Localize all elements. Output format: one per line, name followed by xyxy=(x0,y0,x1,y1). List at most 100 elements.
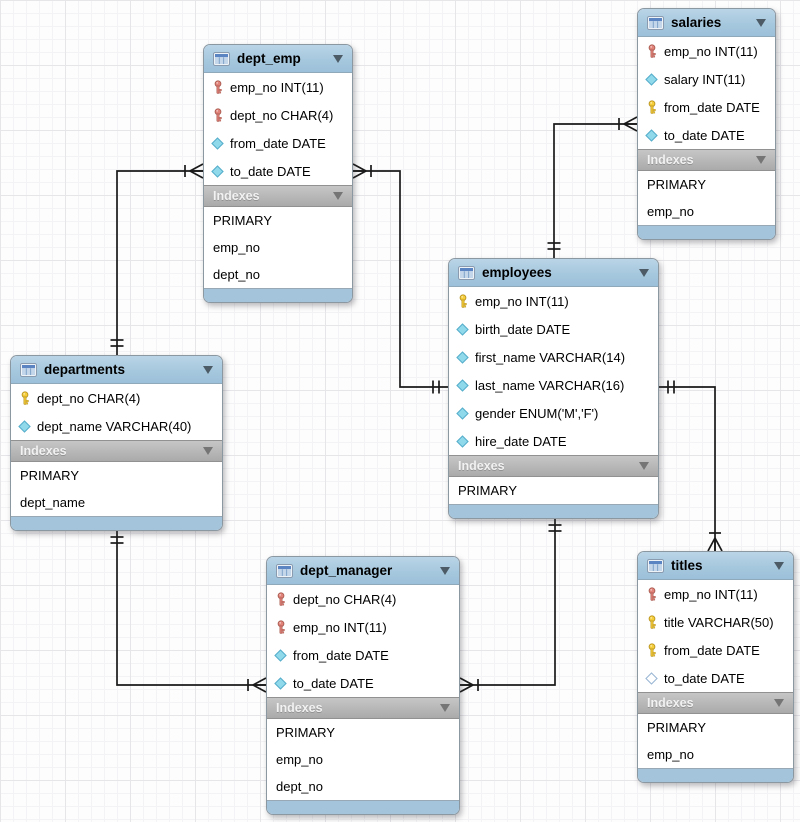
indexes-header[interactable]: Indexes xyxy=(638,692,793,714)
column-row-salaries[interactable]: from_date DATE xyxy=(638,93,775,121)
indexes-label: Indexes xyxy=(213,189,260,203)
table-footer xyxy=(449,504,658,518)
index-row-salaries[interactable]: PRIMARY xyxy=(638,171,775,198)
collapse-toggle-icon[interactable] xyxy=(756,18,766,27)
column-row-dept_manager[interactable]: to_date DATE xyxy=(267,669,459,697)
column-row-employees[interactable]: hire_date DATE xyxy=(449,427,658,455)
column-row-dept_manager[interactable]: emp_no INT(11) xyxy=(267,613,459,641)
index-row-dept_emp[interactable]: PRIMARY xyxy=(204,207,352,234)
relationship-dept_emp-employees[interactable] xyxy=(352,163,448,394)
relationship-departments-dept_emp[interactable] xyxy=(110,163,204,355)
table-header[interactable]: salaries xyxy=(638,9,775,37)
collapse-toggle-icon[interactable] xyxy=(203,365,213,374)
table-footer xyxy=(638,768,793,782)
column-row-salaries[interactable]: to_date DATE xyxy=(638,121,775,149)
column-row-titles[interactable]: title VARCHAR(50) xyxy=(638,608,793,636)
attribute-icon xyxy=(18,419,31,433)
index-row-salaries[interactable]: emp_no xyxy=(638,198,775,225)
relationship-employees-titles[interactable] xyxy=(659,380,723,552)
index-row-titles[interactable]: PRIMARY xyxy=(638,714,793,741)
column-row-salaries[interactable]: salary INT(11) xyxy=(638,65,775,93)
indexes-header[interactable]: Indexes xyxy=(267,697,459,719)
column-row-dept_emp[interactable]: emp_no INT(11) xyxy=(204,73,352,101)
column-row-employees[interactable]: gender ENUM('M','F') xyxy=(449,399,658,427)
column-row-dept_emp[interactable]: from_date DATE xyxy=(204,129,352,157)
column-label: dept_no CHAR(4) xyxy=(37,390,141,406)
index-row-employees[interactable]: PRIMARY xyxy=(449,477,658,504)
table-title: departments xyxy=(44,362,126,377)
table-departments[interactable]: departments dept_no CHAR(4) dept_name VAR… xyxy=(10,355,223,531)
collapse-toggle-icon[interactable] xyxy=(774,561,784,570)
index-row-departments[interactable]: PRIMARY xyxy=(11,462,222,489)
table-header[interactable]: titles xyxy=(638,552,793,580)
table-titles[interactable]: titles emp_no INT(11) title VARCHAR(50) fr… xyxy=(637,551,794,783)
relationship-departments-dept_manager[interactable] xyxy=(110,528,267,693)
column-row-departments[interactable]: dept_name VARCHAR(40) xyxy=(11,412,222,440)
indexes-label: Indexes xyxy=(20,444,67,458)
indexes-collapse-toggle-icon[interactable] xyxy=(756,156,766,164)
column-row-titles[interactable]: to_date DATE xyxy=(638,664,793,692)
index-row-dept_manager[interactable]: PRIMARY xyxy=(267,719,459,746)
relationship-dept_manager-employees[interactable] xyxy=(459,516,562,693)
table-header[interactable]: departments xyxy=(11,356,222,384)
table-header[interactable]: dept_manager xyxy=(267,557,459,585)
attribute-icon xyxy=(456,350,469,364)
indexes-collapse-toggle-icon[interactable] xyxy=(774,699,784,707)
indexes-header[interactable]: Indexes xyxy=(11,440,222,462)
column-row-employees[interactable]: last_name VARCHAR(16) xyxy=(449,371,658,399)
table-dept_manager[interactable]: dept_manager dept_no CHAR(4) emp_no INT(1… xyxy=(266,556,460,815)
table-dept_emp[interactable]: dept_emp emp_no INT(11)dept_no CHAR(4)fr… xyxy=(203,44,353,303)
index-row-dept_manager[interactable]: emp_no xyxy=(267,746,459,773)
attribute-icon xyxy=(456,322,469,336)
collapse-toggle-icon[interactable] xyxy=(440,566,450,575)
column-row-employees[interactable]: emp_no INT(11) xyxy=(449,287,658,315)
column-row-employees[interactable]: first_name VARCHAR(14) xyxy=(449,343,658,371)
collapse-toggle-icon[interactable] xyxy=(333,54,343,63)
attribute-icon xyxy=(456,406,469,420)
column-row-departments[interactable]: dept_no CHAR(4) xyxy=(11,384,222,412)
column-row-titles[interactable]: from_date DATE xyxy=(638,636,793,664)
columns-section: emp_no INT(11) salary INT(11) from_date DA… xyxy=(638,37,775,149)
column-label: dept_name VARCHAR(40) xyxy=(37,418,192,434)
table-salaries[interactable]: salaries emp_no INT(11) salary INT(11) fro… xyxy=(637,8,776,240)
column-row-titles[interactable]: emp_no INT(11) xyxy=(638,580,793,608)
indexes-collapse-toggle-icon[interactable] xyxy=(639,462,649,470)
primary-key-icon xyxy=(645,99,658,115)
indexes-header[interactable]: Indexes xyxy=(638,149,775,171)
column-label: emp_no INT(11) xyxy=(293,619,387,635)
relationship-salaries-employees[interactable] xyxy=(547,116,638,258)
indexes-label: Indexes xyxy=(647,696,694,710)
column-label: salary INT(11) xyxy=(664,71,746,87)
column-row-dept_manager[interactable]: from_date DATE xyxy=(267,641,459,669)
column-row-dept_manager[interactable]: dept_no CHAR(4) xyxy=(267,585,459,613)
column-row-employees[interactable]: birth_date DATE xyxy=(449,315,658,343)
table-title: dept_manager xyxy=(300,563,393,578)
attribute-icon xyxy=(456,378,469,392)
indexes-header[interactable]: Indexes xyxy=(204,185,352,207)
index-row-dept_manager[interactable]: dept_no xyxy=(267,773,459,800)
attribute-icon xyxy=(645,72,658,86)
index-row-dept_emp[interactable]: emp_no xyxy=(204,234,352,261)
column-row-salaries[interactable]: emp_no INT(11) xyxy=(638,37,775,65)
index-row-dept_emp[interactable]: dept_no xyxy=(204,261,352,288)
indexes-collapse-toggle-icon[interactable] xyxy=(333,192,343,200)
indexes-label: Indexes xyxy=(647,153,694,167)
indexes-header[interactable]: Indexes xyxy=(449,455,658,477)
column-row-dept_emp[interactable]: dept_no CHAR(4) xyxy=(204,101,352,129)
collapse-toggle-icon[interactable] xyxy=(639,268,649,277)
column-label: to_date DATE xyxy=(664,670,745,686)
attribute-icon xyxy=(645,128,658,142)
indexes-collapse-toggle-icon[interactable] xyxy=(440,704,450,712)
column-label: title VARCHAR(50) xyxy=(664,614,774,630)
column-row-dept_emp[interactable]: to_date DATE xyxy=(204,157,352,185)
index-row-titles[interactable]: emp_no xyxy=(638,741,793,768)
table-header[interactable]: dept_emp xyxy=(204,45,352,73)
indexes-collapse-toggle-icon[interactable] xyxy=(203,447,213,455)
index-row-departments[interactable]: dept_name xyxy=(11,489,222,516)
column-label: last_name VARCHAR(16) xyxy=(475,377,625,393)
table-header[interactable]: employees xyxy=(449,259,658,287)
